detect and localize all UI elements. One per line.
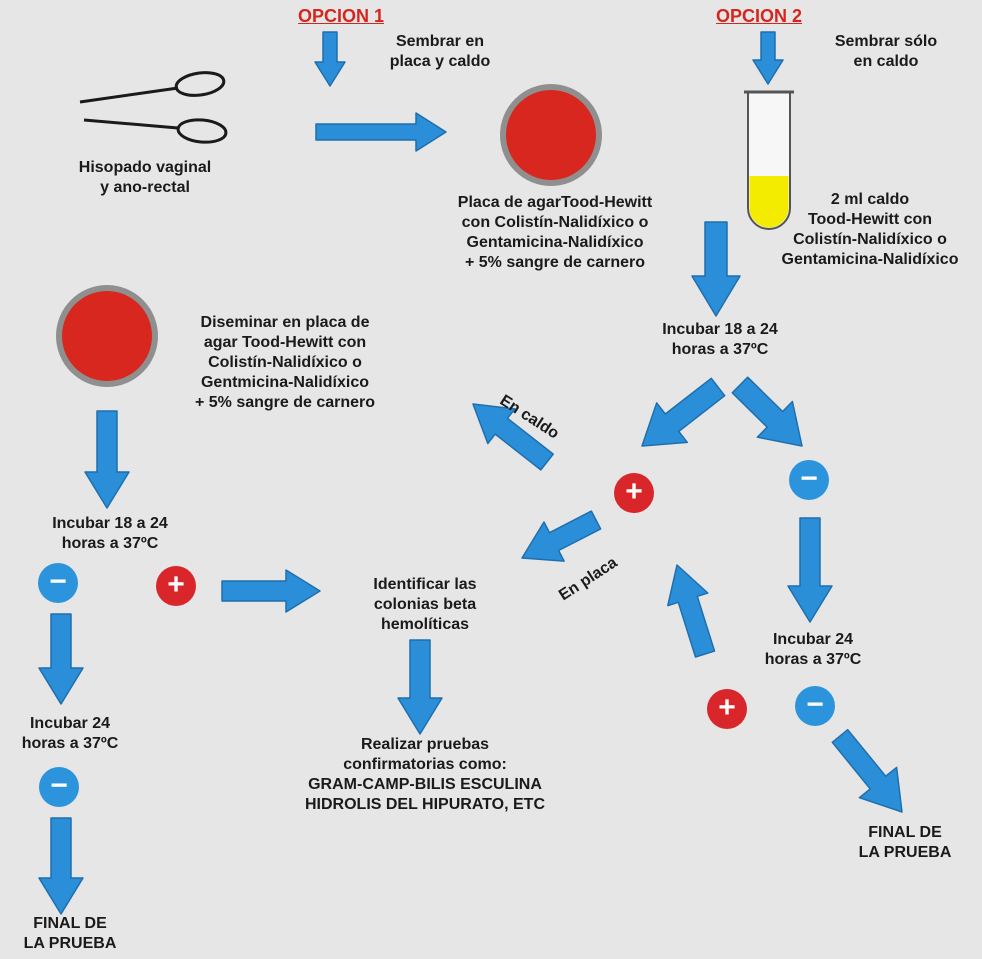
test-tube-icon: [744, 90, 794, 230]
arrow-up-to-positive: [667, 564, 716, 658]
arrow-to-positive: [641, 377, 726, 447]
swab-icon: [79, 71, 228, 144]
arrow-positive-to-identify: [221, 569, 321, 613]
arrow-option1-down: [314, 31, 346, 87]
arrow-right-negative-down: [787, 517, 833, 623]
minus-icon: −: [789, 460, 829, 500]
arrow-left-negative-down: [38, 613, 84, 705]
arrow-option2-down: [752, 31, 784, 85]
arrow-to-negative: [731, 376, 803, 447]
minus-icon: −: [39, 767, 79, 807]
plus-icon: +: [156, 566, 196, 606]
option-2-title: OPCION 2: [716, 6, 803, 26]
agar-plate-icon: [500, 84, 602, 186]
arrow-identify-to-confirm: [397, 639, 443, 735]
arrow-swab-to-plate: [315, 112, 447, 152]
minus-icon: −: [795, 686, 835, 726]
option-1-title: OPCION 1: [298, 6, 385, 26]
minus-icon: −: [38, 563, 78, 603]
arrow-layer: [38, 31, 903, 915]
arrow-tube-to-incubate: [691, 221, 741, 317]
agar-plate-icon: [56, 285, 158, 387]
arrow-en-caldo: [472, 403, 554, 471]
arrow-en-placa: [521, 510, 602, 562]
plus-icon: +: [614, 473, 654, 513]
arrow-right-final: [831, 728, 903, 813]
arrow-left-final-down: [38, 817, 84, 915]
plus-icon: +: [707, 689, 747, 729]
arrow-left-plate-down: [84, 410, 130, 509]
